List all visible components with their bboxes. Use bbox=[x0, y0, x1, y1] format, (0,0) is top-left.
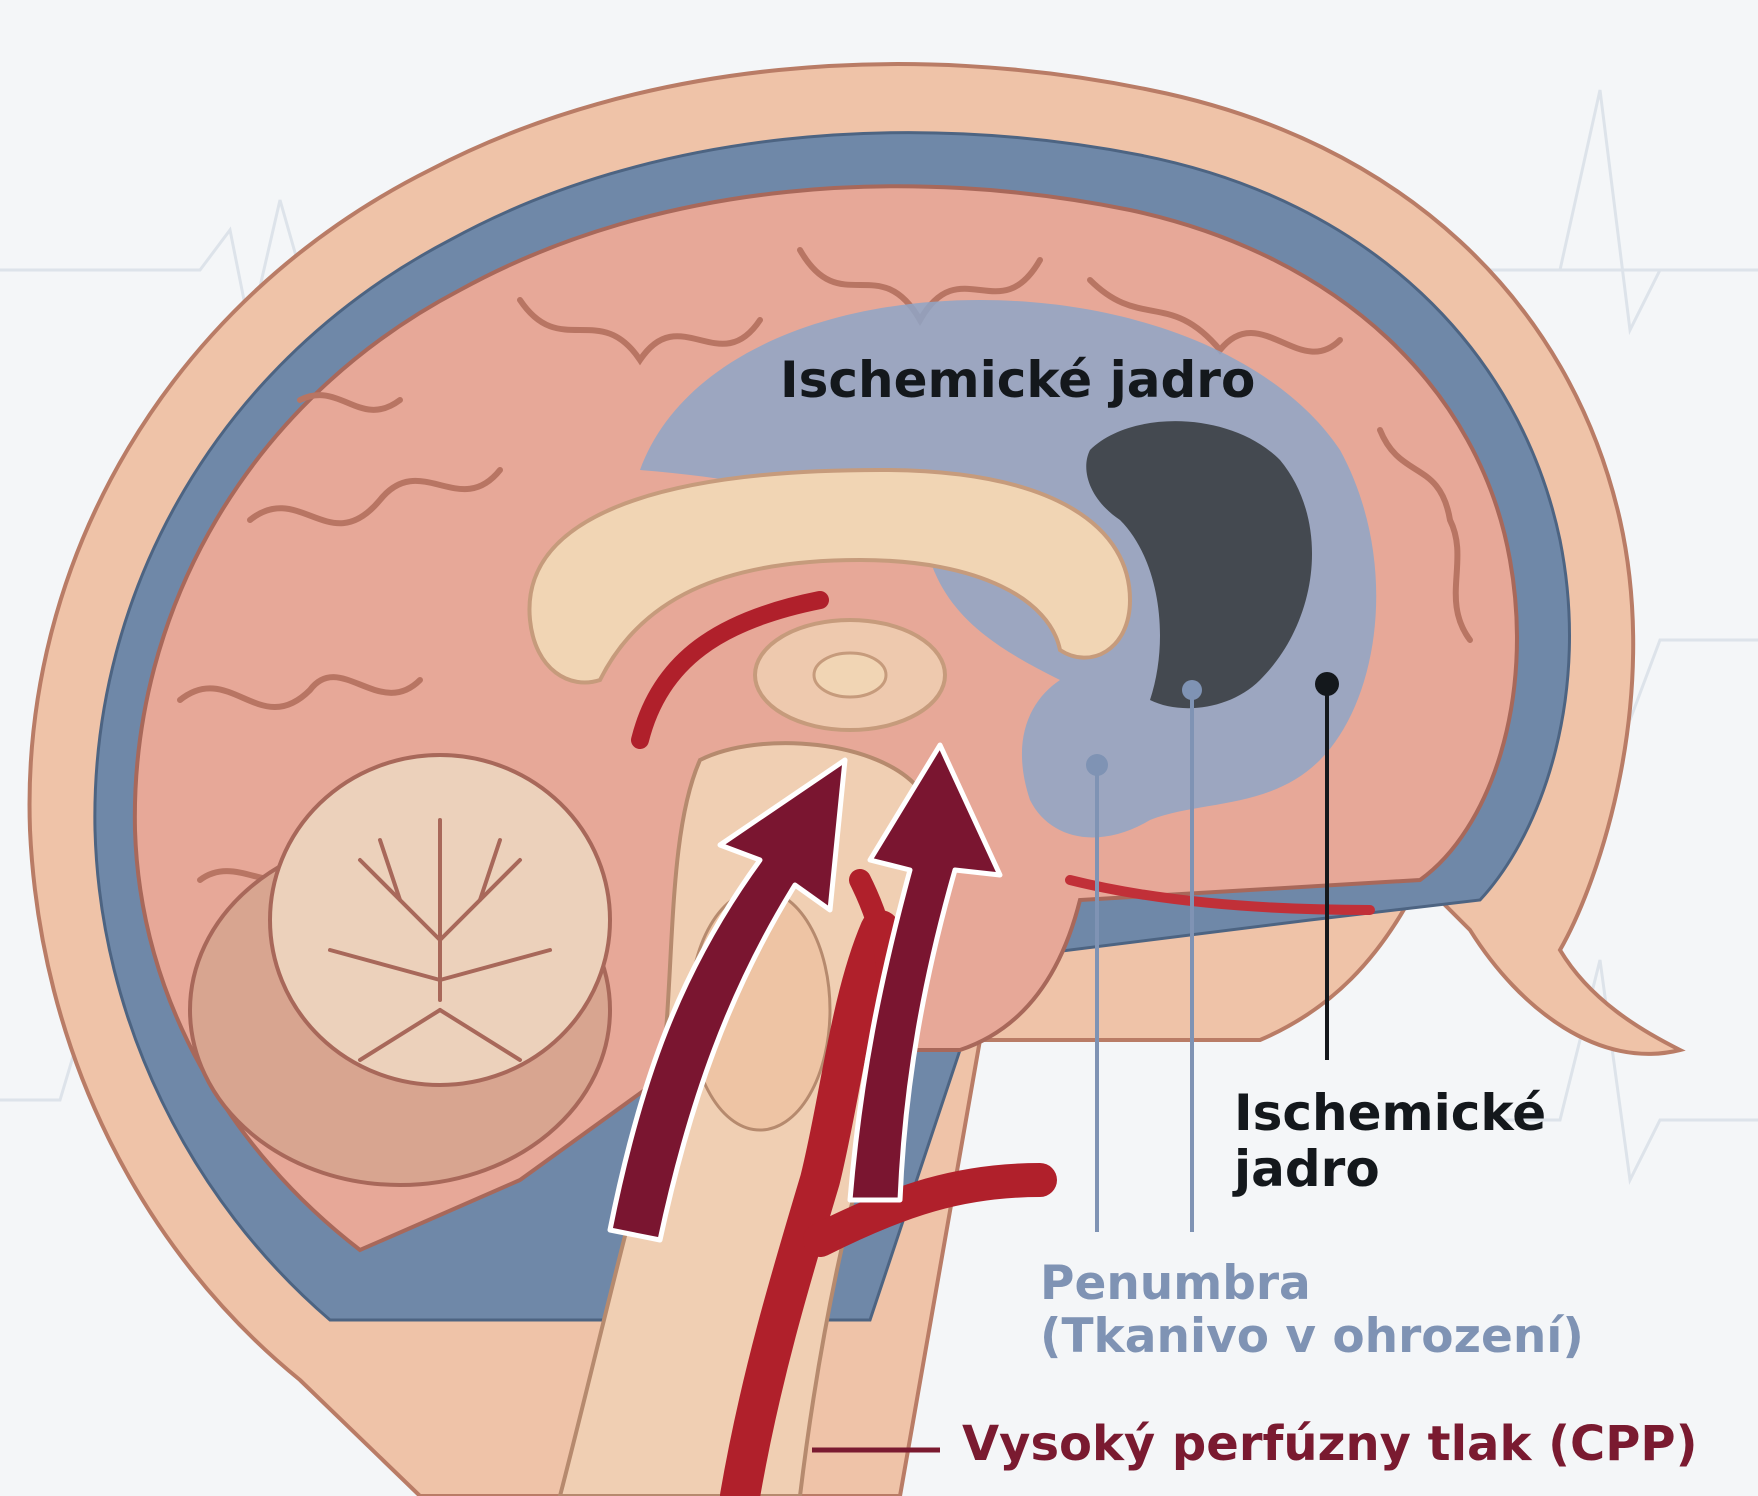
penumbra-pointer-dot bbox=[1086, 754, 1108, 776]
core-pointer-left-dot bbox=[1182, 680, 1202, 700]
ischemic-core-label-right: Ischemické jadro bbox=[1234, 1085, 1546, 1197]
ischemic-core-label-top: Ischemické jadro bbox=[780, 352, 1255, 408]
ischemic-core-label-line1: Ischemické bbox=[1234, 1085, 1546, 1141]
cpp-label: Vysoký perfúzny tlak (CPP) bbox=[962, 1418, 1698, 1472]
penumbra-label-line1: Penumbra bbox=[1040, 1258, 1584, 1311]
ischemic-core-label-line2: jadro bbox=[1234, 1141, 1546, 1197]
penumbra-label: Penumbra (Tkanivo v ohrození) bbox=[1040, 1258, 1584, 1363]
penumbra-label-line2: (Tkanivo v ohrození) bbox=[1040, 1311, 1584, 1364]
core-pointer-right-dot bbox=[1315, 672, 1339, 696]
thalamus-center bbox=[814, 653, 886, 697]
